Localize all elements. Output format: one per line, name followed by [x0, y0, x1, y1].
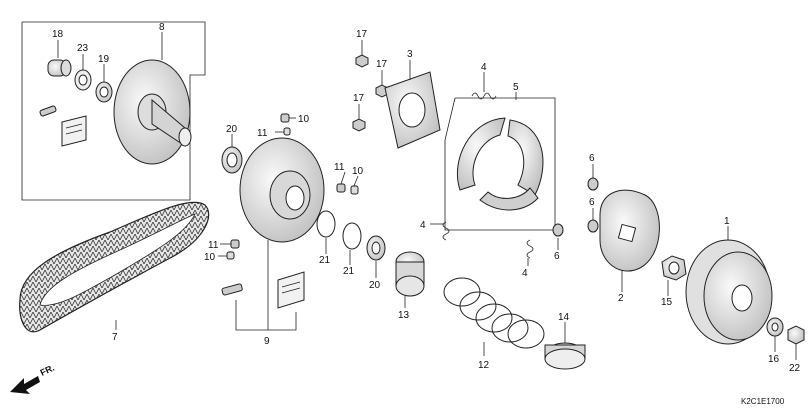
oil-seal-20-part — [221, 146, 243, 174]
radial-bearing-part — [95, 81, 113, 103]
callout-bracket-9 — [235, 300, 297, 331]
ring-14-part — [544, 342, 586, 370]
callout-16: 16 — [768, 354, 780, 365]
washer-16-part — [766, 317, 784, 337]
front-direction-arrow-icon — [10, 376, 40, 394]
callout-12: 12 — [478, 360, 490, 371]
callout-4c: 4 — [522, 268, 528, 279]
callout-18: 18 — [52, 29, 64, 40]
o-rings-part — [316, 210, 362, 250]
callout-3: 3 — [407, 49, 413, 60]
callout-19: 19 — [98, 54, 110, 65]
callout-1: 1 — [724, 216, 730, 227]
callout-21a: 21 — [319, 255, 331, 266]
driven-face-group-box — [21, 21, 206, 201]
collars-6-part — [552, 177, 599, 237]
callout-21b: 21 — [343, 266, 355, 277]
callout-11a: 11 — [257, 128, 268, 139]
callout-10a: 10 — [298, 114, 310, 125]
callout-8: 8 — [159, 22, 165, 33]
callout-7: 7 — [112, 332, 118, 343]
callout-17a: 17 — [356, 29, 368, 40]
guide-pin-part — [39, 105, 57, 117]
callout-10b: 10 — [352, 166, 364, 177]
oil-seal-20b-part — [366, 235, 386, 261]
callout-6b: 6 — [589, 197, 595, 208]
callout-13: 13 — [398, 310, 410, 321]
drive-plate-part — [599, 189, 660, 272]
drive-belt-part — [19, 201, 210, 333]
pulley-pin-part — [221, 283, 243, 296]
callout-14: 14 — [558, 312, 570, 323]
callout-11c: 11 — [208, 240, 219, 251]
springs-4-part — [442, 92, 534, 259]
oil-seal-part — [74, 69, 92, 91]
nut-22-part — [787, 325, 805, 345]
driven-spring-part — [443, 277, 545, 349]
drawing-code: K2C1E1700 — [741, 397, 785, 406]
callout-4b: 4 — [420, 220, 426, 231]
clutch-outer-part — [685, 239, 773, 345]
needle-bearing-part — [47, 59, 72, 77]
callout-6a: 6 — [589, 153, 595, 164]
callout-23: 23 — [77, 43, 89, 54]
clutch-shoe-group-box — [444, 97, 556, 231]
callout-17c: 17 — [353, 93, 365, 104]
plate-part — [384, 71, 441, 149]
callout-11b: 11 — [334, 162, 345, 173]
nut-15-part — [661, 255, 687, 281]
callout-22: 22 — [789, 363, 801, 374]
callout-20a: 20 — [226, 124, 238, 135]
clutch-shoes-part — [456, 117, 544, 211]
callout-4a: 4 — [481, 62, 487, 73]
callout-17b: 17 — [376, 59, 388, 70]
callout-5: 5 — [513, 82, 519, 93]
pulley-label-part — [277, 271, 305, 309]
direction-label: FR. — [39, 363, 56, 378]
driven-face-part — [113, 59, 192, 165]
callout-2: 2 — [618, 293, 624, 304]
callout-20b: 20 — [369, 280, 381, 291]
callout-9: 9 — [264, 336, 270, 347]
slider-pins-part — [226, 113, 359, 260]
callout-6c: 6 — [554, 251, 560, 262]
driven-pulley-part — [239, 137, 325, 243]
caution-label-part — [61, 115, 87, 147]
leader-lines — [57, 32, 797, 360]
callout-15: 15 — [661, 297, 673, 308]
collar-13-part — [395, 251, 425, 297]
callout-10c: 10 — [204, 252, 216, 263]
